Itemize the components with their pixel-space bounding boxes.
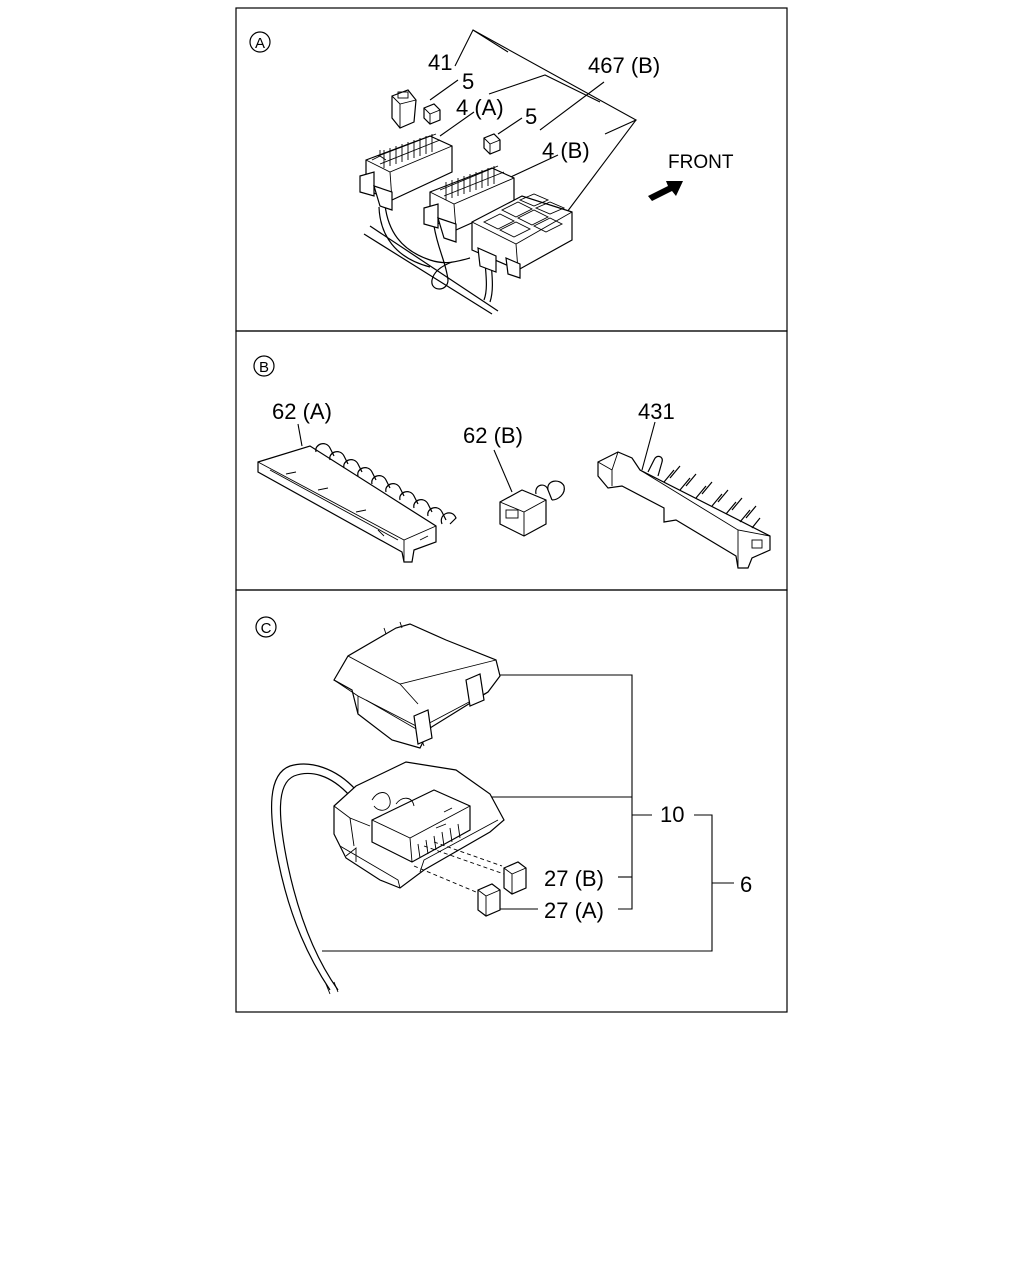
panel-c-frame: [235, 589, 788, 1013]
leader-62a: [297, 423, 303, 447]
part-5-fuse-lower: [483, 133, 501, 155]
label-5-upper: 5: [462, 69, 474, 94]
panel-a-marker-letter: A: [255, 35, 265, 52]
part-5-fuse-upper: [423, 103, 441, 125]
part-431-terminals: [647, 455, 761, 529]
label-431: 431: [638, 399, 675, 424]
leader-62b: [493, 449, 513, 493]
part-41-fuse-puller: [391, 89, 417, 129]
panel-c: C 10 27 (B) 27 (A) 6: [255, 616, 752, 995]
label-27b: 27 (B): [544, 866, 604, 891]
part-4a-fuse-block: [359, 133, 453, 211]
part-62a-connector: [257, 443, 457, 563]
part-27b-fuse: [423, 841, 527, 895]
label-5-lower: 5: [525, 104, 537, 129]
label-27a: 27 (A): [544, 898, 604, 923]
label-6: 6: [740, 872, 752, 897]
label-467b: 467 (B): [588, 53, 660, 78]
panel-a-marker: A: [249, 31, 271, 53]
part-62a-terminals: [315, 443, 457, 525]
part-467b-relay-block: [471, 193, 573, 279]
part-fuse-box-base: [333, 761, 505, 889]
label-41: 41: [428, 50, 452, 75]
part-box-cover: [333, 621, 501, 749]
panel-c-harness: [271, 763, 357, 995]
panel-b-marker: B: [253, 355, 275, 377]
part-27a-fuse: [413, 865, 501, 917]
panel-c-marker: C: [255, 616, 277, 638]
label-4a: 4 (A): [456, 95, 504, 120]
label-10: 10: [660, 802, 684, 827]
front-arrow: [648, 181, 683, 201]
label-62b: 62 (B): [463, 423, 523, 448]
panel-c-marker-letter: C: [261, 620, 272, 637]
panel-b: B 62 (A) 62 (B) 431: [253, 355, 771, 569]
panel-a: A 41 5 467 (B) 4 (A) 5 4 (B) FRONT: [249, 29, 734, 315]
leader-431: [641, 421, 656, 471]
panel-a-leaders: [429, 29, 638, 225]
panel-c-leaders: [322, 674, 734, 952]
part-431-connector: [597, 451, 771, 569]
label-front: FRONT: [668, 152, 734, 173]
label-62a: 62 (A): [272, 399, 332, 424]
panel-a-harness: [363, 204, 499, 315]
panel-b-marker-letter: B: [259, 359, 269, 376]
part-62b-connector: [499, 480, 565, 537]
